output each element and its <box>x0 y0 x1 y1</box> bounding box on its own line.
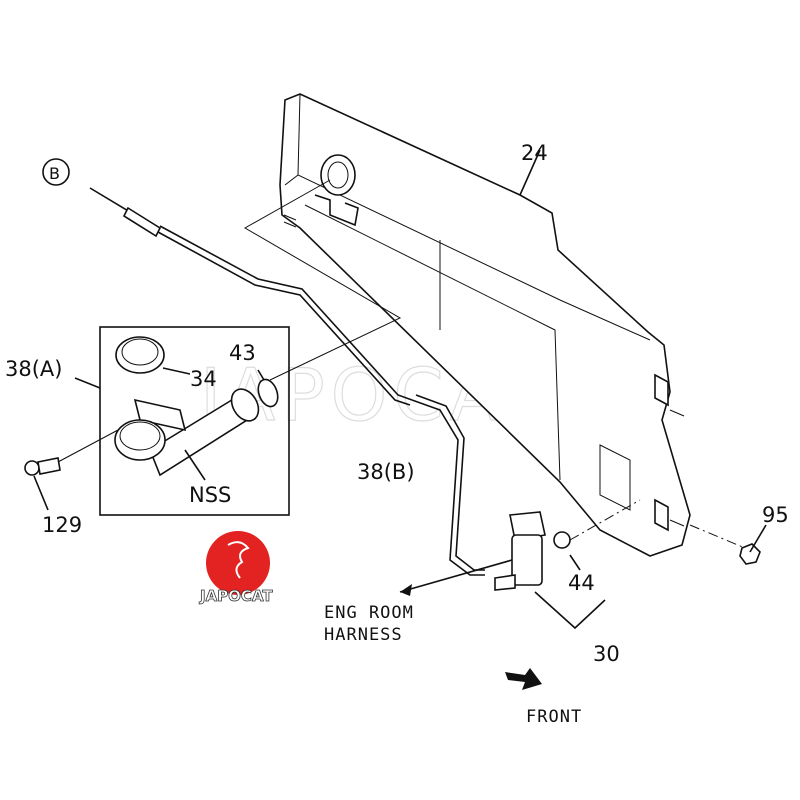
leader-30 <box>534 554 606 630</box>
filler-neck <box>114 388 260 481</box>
callout-44: 44 <box>568 571 595 595</box>
callout-129: 129 <box>42 513 82 537</box>
callout-30: 30 <box>593 642 620 666</box>
harness-label-line2: HARNESS <box>324 625 403 645</box>
centerline <box>569 499 746 549</box>
leader-24 <box>519 149 541 196</box>
hose-38b <box>411 399 485 576</box>
callout-ref-b: B <box>49 164 60 183</box>
callout-24: 24 <box>521 141 548 165</box>
nut-95 <box>739 543 761 565</box>
callout-38a: 38(A) <box>5 357 62 381</box>
callout-95: 95 <box>762 503 789 527</box>
svg-text:JAPOCAT: JAPOCAT <box>199 587 273 605</box>
callout-43: 43 <box>229 341 256 365</box>
leader-43-line <box>243 179 402 381</box>
clip-129 <box>24 429 119 511</box>
front-arrow-icon <box>505 668 542 690</box>
ref-b-circle <box>42 158 70 186</box>
washer-pump <box>494 511 571 591</box>
harness-arrow <box>399 559 513 593</box>
front-label: FRONT <box>526 707 582 727</box>
washer-tank <box>279 93 691 557</box>
level-rod: B <box>42 158 413 406</box>
callout-34: 34 <box>190 367 217 391</box>
callout-nss: NSS <box>189 483 231 507</box>
filler-assy-box <box>99 326 290 516</box>
filler-cap-34 <box>115 336 191 375</box>
callout-38b: 38(B) <box>357 460 415 484</box>
grommet-44 <box>553 531 571 549</box>
harness-label-line1: ENG ROOM <box>324 603 414 623</box>
japocat-logo: JAPOCAT <box>199 531 274 605</box>
